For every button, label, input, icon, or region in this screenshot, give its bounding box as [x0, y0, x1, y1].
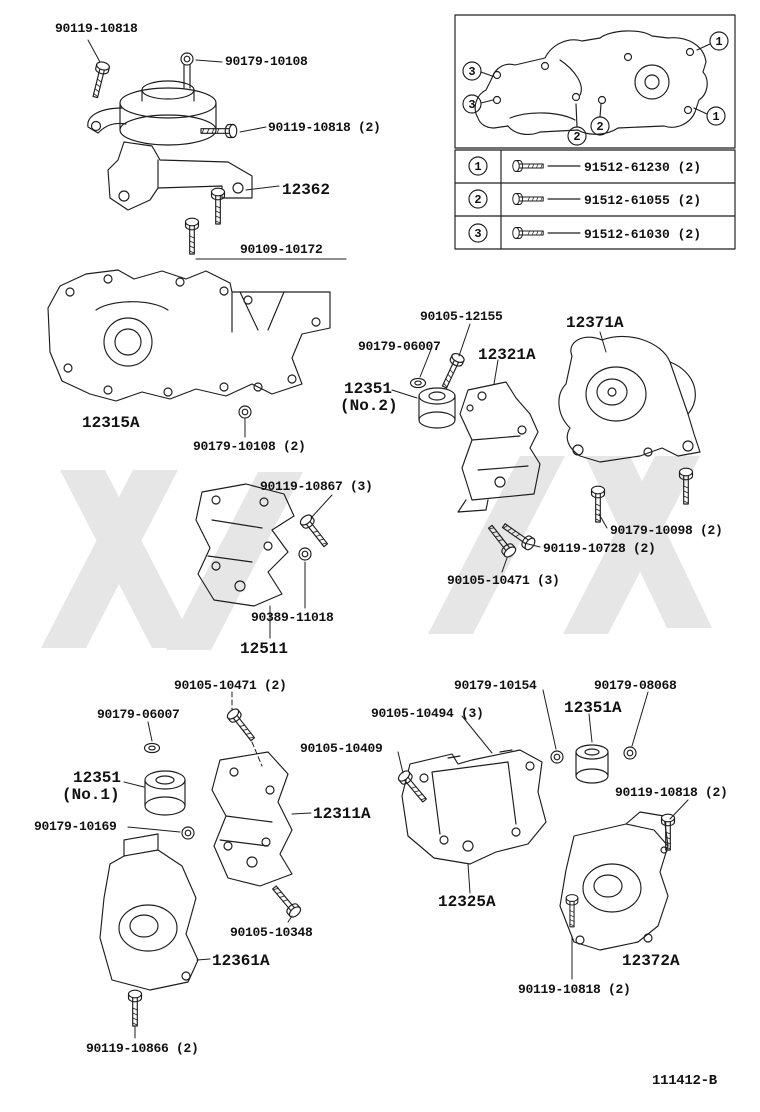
callout-1b: 1: [712, 110, 719, 124]
label-12361a: 12361A: [212, 952, 270, 970]
label-12315a: 12315A: [82, 414, 140, 432]
legend-row-num: 3: [474, 227, 481, 241]
legend-bolt-icon: [512, 159, 544, 173]
label-12351-no2: 12351: [344, 380, 393, 398]
legend-table: 1 2 3 91512-61230 (2) 91512-61055 (2) 91…: [454, 149, 736, 250]
part-12315a-bracket: [47, 269, 331, 419]
bolt-90105-12155-icon: [438, 351, 467, 391]
label-90105-10348: 90105-10348: [230, 925, 313, 940]
part-12321a-bracket: [457, 381, 541, 560]
nut-90179-08068-icon: [623, 746, 637, 760]
bolt-90119-10818-icon: [88, 60, 111, 100]
legend-row-part: 91512-61030 (2): [584, 227, 701, 242]
label-90179-06007-no1: 90179-06007: [97, 707, 180, 722]
label-90119-10818-2-right: 90119-10818 (2): [615, 785, 728, 800]
label-90179-08068: 90179-08068: [594, 678, 677, 693]
label-90179-10169: 90179-10169: [34, 819, 117, 834]
bolt-90119-10818-bottom-icon: [565, 894, 579, 928]
label-12351-no1-sub: (No.1): [62, 786, 120, 804]
label-12325a: 12325A: [438, 893, 496, 911]
part-12351-no1-insulator: [143, 742, 195, 840]
label-12362: 12362: [282, 181, 331, 199]
legend-row-num: 1: [474, 160, 481, 174]
part-12351a-insulator: [575, 744, 637, 784]
nut-90179-10108-2-icon: [238, 405, 252, 419]
label-90119-10866-2: 90119-10866 (2): [86, 1041, 199, 1056]
label-90105-12155: 90105-12155: [420, 309, 503, 324]
label-12311a: 12311A: [313, 805, 371, 823]
label-90105-10471-3: 90105-10471 (3): [447, 573, 560, 588]
bolt-90179-10098-icon: [590, 485, 606, 523]
bolt-90105-10471-2-icon: [224, 706, 259, 744]
label-90389-11018: 90389-11018: [251, 610, 334, 625]
callout-2a: 2: [573, 130, 580, 144]
label-12511: 12511: [240, 640, 289, 658]
label-90105-10471-2: 90105-10471 (2): [174, 678, 287, 693]
callout-1: 1: [715, 35, 722, 49]
label-90105-10409: 90105-10409: [300, 741, 383, 756]
drawing-number: 111412-B: [652, 1073, 717, 1089]
label-90179-06007-no2: 90179-06007: [358, 339, 441, 354]
label-12351-no2-sub: (No.2): [340, 397, 398, 415]
bolt-90109-10172-icon: [184, 217, 200, 255]
part-12372a-insulator: [559, 811, 676, 951]
label-90179-10108: 90179-10108: [225, 54, 308, 69]
label-90179-10154: 90179-10154: [454, 678, 537, 693]
part-12511-bracket: [195, 483, 332, 607]
label-90119-10818-2-bottom: 90119-10818 (2): [518, 982, 631, 997]
bolt-90119-10866-icon: [127, 989, 143, 1027]
part-12361a-insulator: [99, 833, 199, 1027]
legend-bolt-icon: [512, 192, 544, 206]
stud-bolt-icon: [210, 187, 226, 225]
callout-2b: 2: [596, 120, 603, 134]
bolt-90105-10348-icon: [268, 882, 303, 920]
part-12362-insulator: [87, 52, 253, 255]
label-12351a: 12351A: [564, 699, 622, 717]
legend-row-part: 91512-61055 (2): [584, 193, 701, 208]
label-12321a: 12321A: [478, 346, 536, 364]
washer-90389-11018-icon: [298, 547, 312, 561]
legend-row-num: 2: [474, 193, 481, 207]
label-90179-10098-2: 90179-10098 (2): [610, 523, 723, 538]
bolt-90119-10867-icon: [297, 512, 332, 550]
legend-callouts: 1 3 3 2 2 1: [462, 31, 729, 146]
callout-3a: 3: [468, 65, 475, 79]
legend-bolt-icon: [512, 226, 544, 240]
nut-90179-10169-icon: [181, 826, 195, 840]
part-12325a-bracket: [396, 749, 564, 865]
callout-3b: 3: [468, 98, 475, 112]
watermark-logo: [41, 456, 712, 650]
nut-90179-10108-icon: [180, 52, 194, 66]
legend-box: 1 3 3 2 2 1 1 2 3 91512-61230 (2) 91512-…: [454, 14, 736, 250]
part-12351-no2-insulator: [409, 351, 467, 429]
label-90119-10818-2: 90119-10818 (2): [268, 120, 381, 135]
leader-lines: [87, 39, 689, 1039]
label-12372a: 12372A: [622, 952, 680, 970]
bolt-90119-10818-2-icon: [200, 123, 238, 139]
washer-90179-06007-no1-icon: [143, 742, 161, 754]
label-90119-10818: 90119-10818: [55, 21, 138, 36]
washer-90179-06007-icon: [409, 377, 427, 389]
part-12311a-bracket: [211, 706, 303, 920]
label-90109-10172: 90109-10172: [240, 242, 323, 257]
label-90119-10728-2: 90119-10728 (2): [543, 541, 656, 556]
label-12351-no1: 12351: [73, 769, 122, 787]
label-90119-10867-3: 90119-10867 (3): [260, 479, 373, 494]
label-12371a: 12371A: [566, 314, 624, 332]
label-90179-10108-2: 90179-10108 (2): [193, 439, 306, 454]
legend-row-part: 91512-61230 (2): [584, 160, 701, 175]
diagram-linework: 1 3 3 2 2 1 1 2 3 91512-61230 (2) 91512-…: [47, 14, 736, 1039]
nut-90179-10154-icon: [550, 750, 564, 764]
label-90105-10494-3: 90105-10494 (3): [371, 706, 484, 721]
